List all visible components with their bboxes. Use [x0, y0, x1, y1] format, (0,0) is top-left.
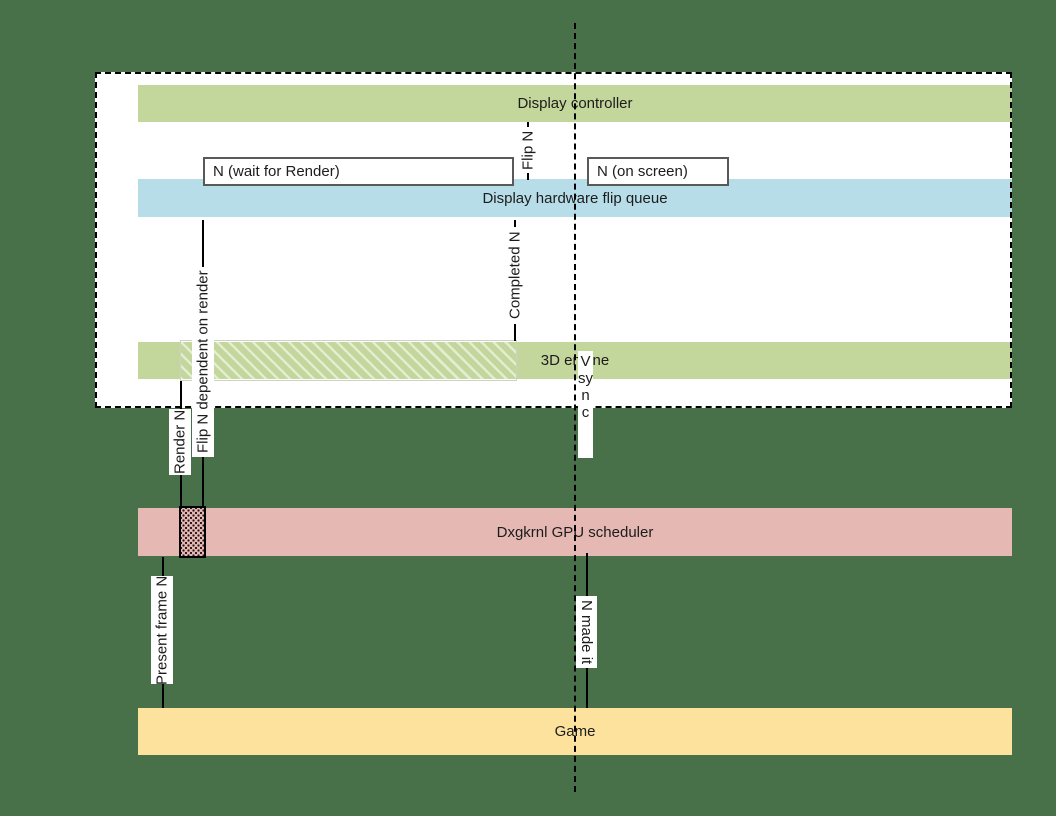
render-busy-hatch-region	[180, 340, 517, 381]
vsync-label: Vsync	[578, 351, 593, 458]
completed-n-label: Completed N	[504, 227, 526, 324]
gpu-work-dotted-block	[179, 506, 206, 558]
vsync-dashed-line	[574, 23, 576, 792]
frame-box-wait-for-render: N (wait for Render)	[203, 157, 514, 186]
present-frame-n-label: Present frame N	[151, 575, 173, 685]
flip-n-label: Flip N	[517, 127, 539, 173]
frame-box-wait-label: N (wait for Render)	[213, 163, 340, 180]
frame-box-on-screen-label: N (on screen)	[597, 163, 688, 180]
render-n-label: Render N	[169, 409, 191, 475]
n-made-it-label: N made it	[576, 596, 597, 668]
flip-n-dependent-label: Flip N dependent on render	[192, 267, 214, 457]
frame-box-on-screen: N (on screen)	[587, 157, 729, 186]
